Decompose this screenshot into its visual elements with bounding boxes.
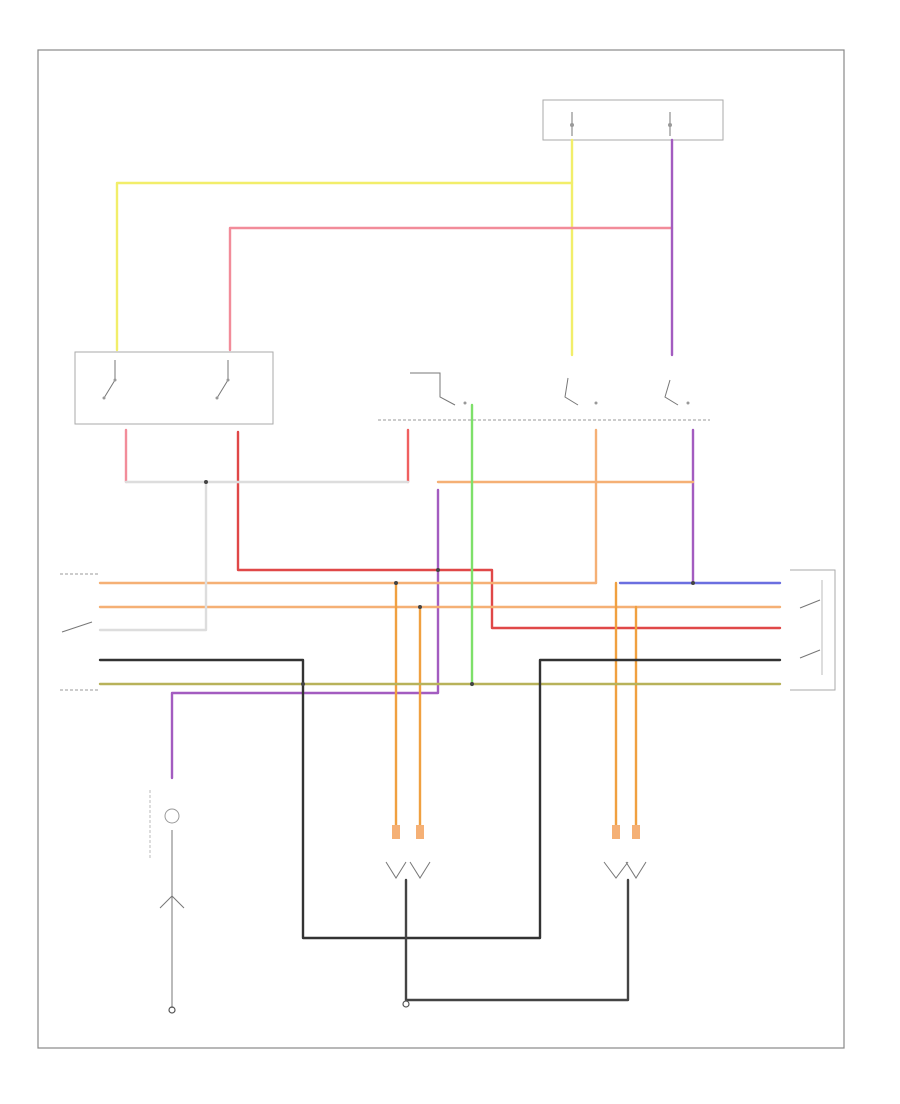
left-module — [149, 790, 185, 909]
combination-switch — [542, 99, 724, 141]
combination-switch-lower — [378, 372, 710, 421]
headlamp-switch — [74, 351, 274, 425]
splice-points — [204, 480, 695, 686]
wire-white — [98, 480, 410, 632]
left-headlight — [385, 825, 431, 879]
left-headlamp-relay — [60, 573, 100, 691]
ground-left — [168, 1006, 176, 1014]
wire-yellow — [115, 138, 574, 357]
wire-pink — [124, 226, 674, 484]
wire-orange — [98, 428, 782, 832]
wire-purple — [170, 138, 695, 780]
ground-center — [402, 1000, 410, 1008]
wire-black — [98, 658, 782, 1008]
right-headlamp-relay — [790, 569, 836, 691]
right-headlight — [603, 825, 647, 879]
wire-red — [236, 428, 782, 630]
diagram-frame — [37, 49, 845, 1049]
